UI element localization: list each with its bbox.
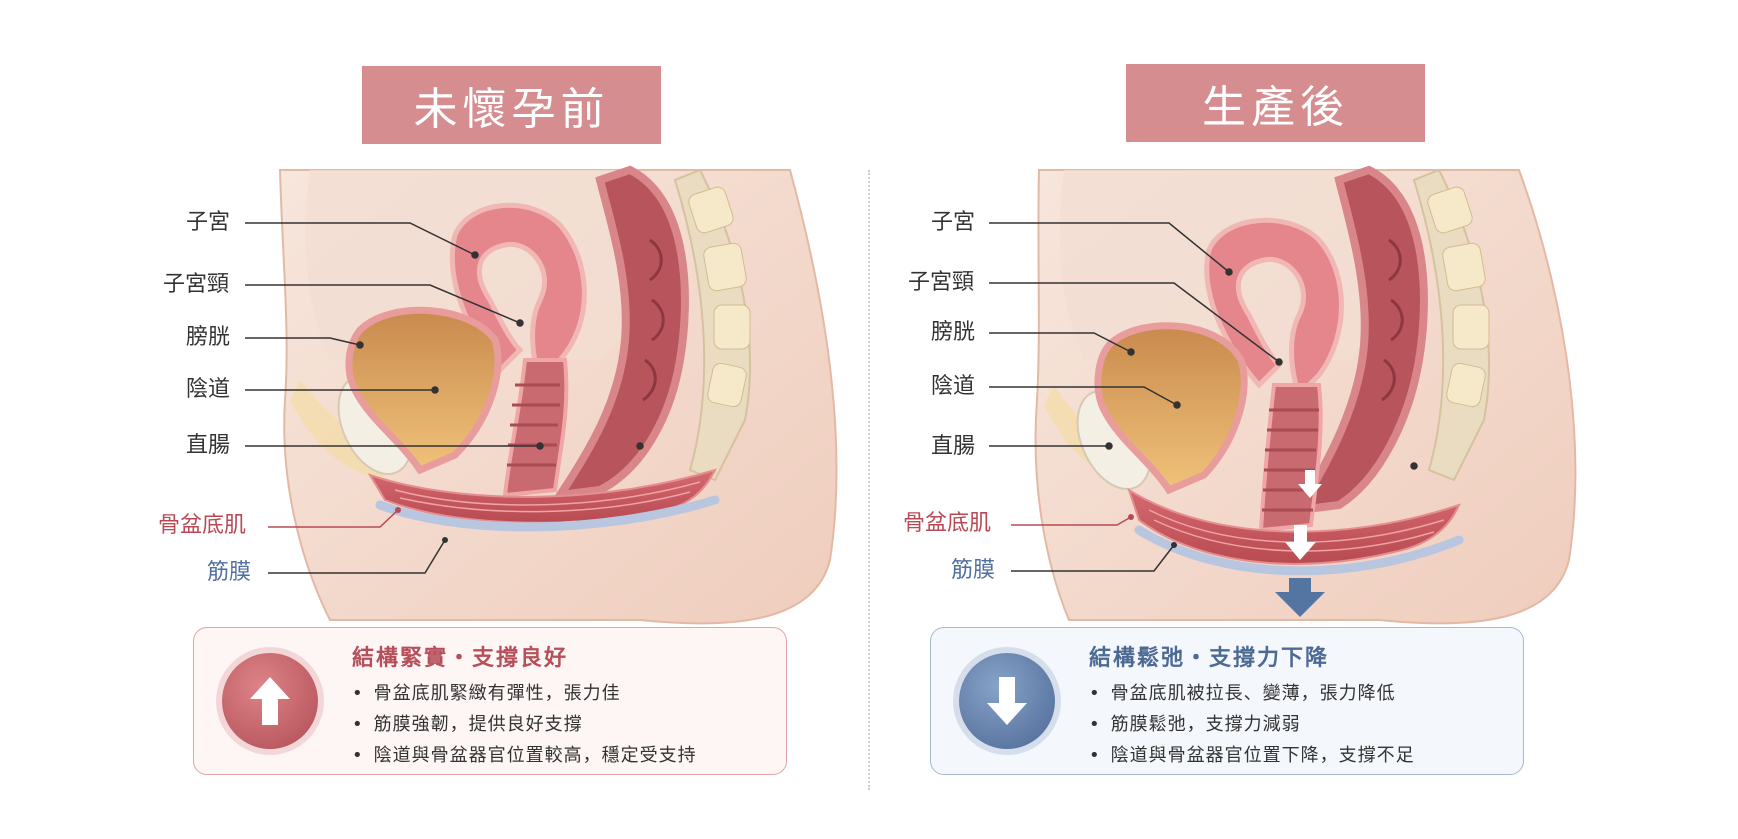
fascia-leader xyxy=(1011,544,1175,572)
rectum xyxy=(1291,165,1428,515)
label-rectum: 直腸 xyxy=(186,433,231,458)
bullet-item: 陰道與骨盆器官位置下降，支撐不足 xyxy=(1089,740,1415,771)
bullet-item: 陰道與骨盆器官位置較高，穩定受支持 xyxy=(352,740,697,771)
bullet-item: 筋膜鬆弛，支撐力減弱 xyxy=(1089,709,1415,740)
uterus xyxy=(1204,217,1344,400)
leader-lines xyxy=(989,222,1418,470)
bullet-item: 骨盆底肌緊緻有彈性，張力佳 xyxy=(352,678,697,709)
panel-title: 生產後 xyxy=(1126,64,1425,142)
anatomy-illustration-after xyxy=(989,165,1577,625)
descent-arrow-small xyxy=(1298,470,1322,498)
spine xyxy=(1412,168,1490,482)
bladder xyxy=(1094,322,1248,495)
label-vagina: 陰道 xyxy=(186,377,231,402)
anatomy-illustration-before xyxy=(245,165,838,625)
vagina xyxy=(502,358,569,498)
bullet-list: 骨盆底肌緊緻有彈性，張力佳 筋膜強韌，提供良好支撐 陰道與骨盆器官位置較高，穩定… xyxy=(352,678,697,771)
spine xyxy=(673,168,751,482)
label-cervix: 子宮頸 xyxy=(908,270,975,295)
fascia-leader xyxy=(268,539,446,574)
label-bladder: 膀胱 xyxy=(186,325,231,350)
vagina xyxy=(1258,383,1323,533)
info-box-before: 結構緊實・支撐良好 骨盆底肌緊緻有彈性，張力佳 筋膜強韌，提供良好支撐 陰道與骨… xyxy=(193,627,787,775)
pelvic-floor-leader xyxy=(268,509,399,528)
label-fascia: 筋膜 xyxy=(207,560,252,585)
rectum xyxy=(551,165,689,501)
arrow-up-icon xyxy=(250,677,290,725)
label-pelvic-floor: 骨盆底肌 xyxy=(903,511,992,536)
panel-after-childbirth: 生產後 xyxy=(869,0,1738,839)
arrow-down-icon xyxy=(987,677,1027,725)
label-uterus: 子宮 xyxy=(931,210,976,235)
bullet-item: 筋膜強韌，提供良好支撐 xyxy=(352,709,697,740)
leader-lines xyxy=(245,222,644,450)
bullet-list: 骨盆底肌被拉長、變薄，張力降低 筋膜鬆弛，支撐力減弱 陰道與骨盆器官位置下降，支… xyxy=(1089,678,1415,771)
pelvic-floor-muscle xyxy=(367,468,717,524)
label-fascia: 筋膜 xyxy=(951,558,996,583)
label-bladder: 膀胱 xyxy=(931,320,976,345)
label-vagina: 陰道 xyxy=(931,374,976,399)
status-badge-down xyxy=(959,653,1055,749)
pelvic-floor-leader xyxy=(1011,516,1132,526)
panel-title: 未懷孕前 xyxy=(362,66,661,144)
descent-arrow-medium xyxy=(1285,525,1316,560)
box-title: 結構鬆弛・支撐力下降 xyxy=(1089,646,1330,671)
bullet-item: 骨盆底肌被拉長、變薄，張力降低 xyxy=(1089,678,1415,709)
label-cervix: 子宮頸 xyxy=(163,272,230,297)
label-uterus: 子宮 xyxy=(186,210,231,235)
descent-arrow-large xyxy=(1275,578,1325,617)
panel-before-pregnancy: 未懷孕前 xyxy=(0,0,869,839)
info-box-after: 結構鬆弛・支撐力下降 骨盆底肌被拉長、變薄，張力降低 筋膜鬆弛，支撐力減弱 陰道… xyxy=(930,627,1524,775)
fascia xyxy=(375,495,720,532)
box-title: 結構緊實・支撐良好 xyxy=(352,646,569,671)
label-rectum: 直腸 xyxy=(931,434,976,459)
panel-divider xyxy=(868,170,870,790)
status-badge-up xyxy=(222,653,318,749)
label-pelvic-floor: 骨盆底肌 xyxy=(158,513,247,538)
